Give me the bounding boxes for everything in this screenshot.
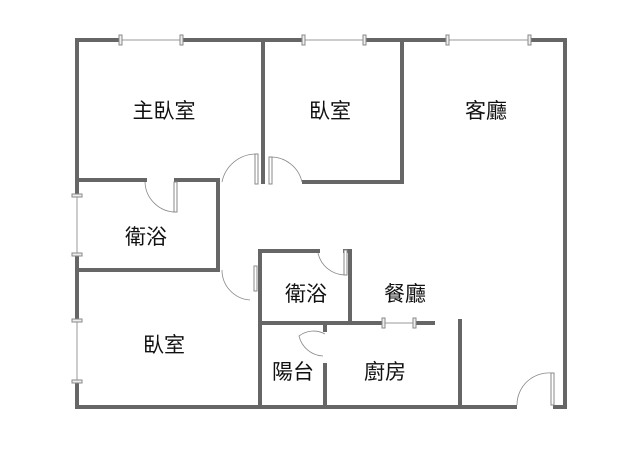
room-label-bathroom-center: 衛浴 bbox=[285, 282, 327, 306]
room-label-dining-room: 餐廳 bbox=[384, 282, 426, 306]
room-label-living-room: 客廳 bbox=[465, 99, 507, 123]
windows bbox=[71, 34, 532, 384]
doors bbox=[144, 153, 555, 406]
room-label-master-bedroom: 主臥室 bbox=[132, 99, 196, 123]
room-label-bathroom-left: 衛浴 bbox=[125, 225, 167, 249]
room-label-bedroom-top: 臥室 bbox=[309, 99, 351, 123]
room-label-bedroom-bottom: 臥室 bbox=[143, 333, 185, 357]
room-label-balcony: 陽台 bbox=[272, 360, 314, 384]
room-label-kitchen: 廚房 bbox=[364, 360, 406, 384]
